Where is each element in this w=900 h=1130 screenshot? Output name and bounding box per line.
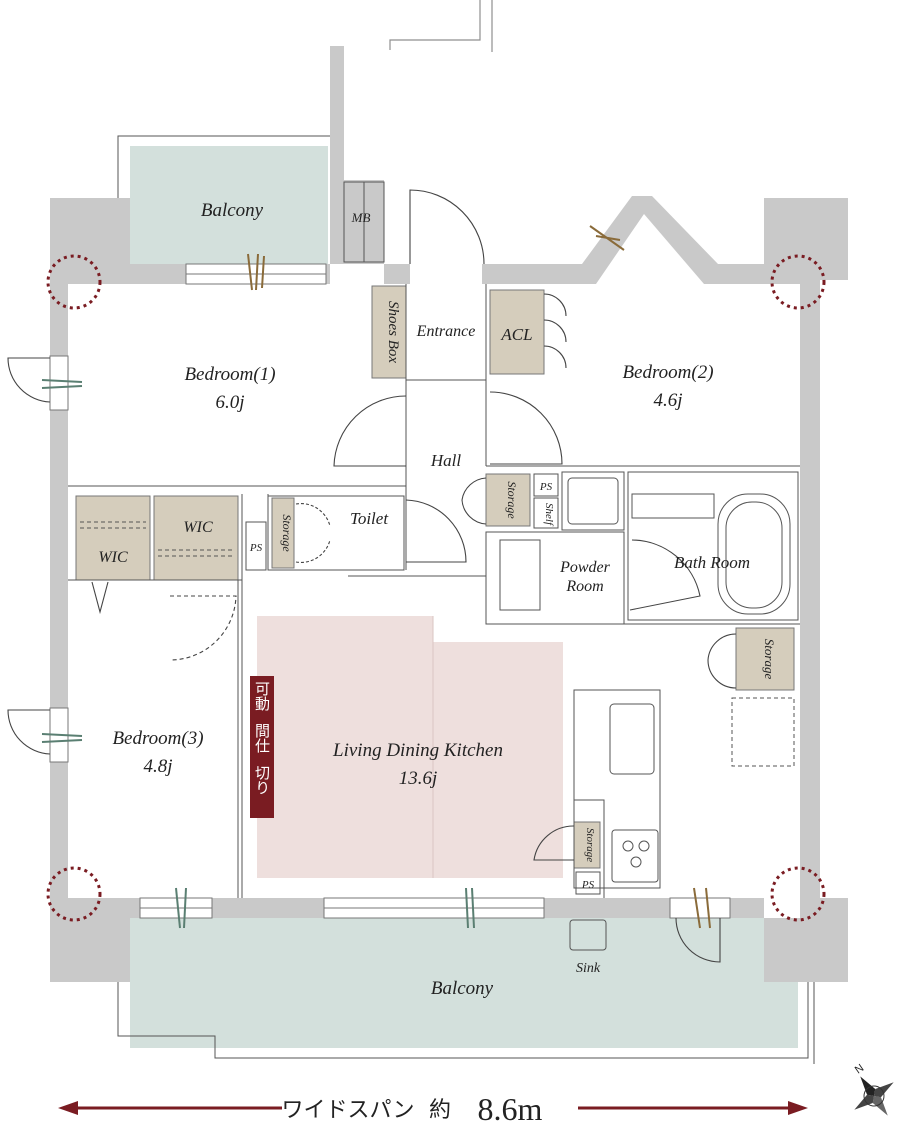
mb-label: MB — [351, 210, 371, 225]
wic-right-label: WIC — [183, 519, 213, 536]
doors — [7, 189, 737, 963]
entrance-label: Entrance — [416, 323, 476, 340]
ldk-label: Living Dining Kitchen — [332, 740, 503, 761]
shoes-box-fill — [371, 285, 407, 379]
wic-right-fill — [153, 495, 239, 581]
wic-left-fill — [75, 495, 151, 581]
partition-label-2: 間仕 — [253, 723, 271, 753]
balcony-bottom-area — [130, 918, 798, 1048]
bedroom1-size: 6.0j — [215, 392, 244, 413]
span-prefix: 約 — [429, 1098, 451, 1123]
acl-fill — [489, 289, 545, 375]
ldk-highlight-a — [257, 616, 433, 878]
span-label: ワイドスパン — [281, 1098, 414, 1123]
ldk-highlight-b — [433, 642, 563, 878]
bedroom3-size: 4.8j — [143, 756, 172, 777]
pillar-marker-br — [770, 866, 826, 922]
balcony-bottom-label: Balcony — [431, 978, 494, 999]
pillar-marker-tr — [770, 254, 826, 310]
wic-left-label: WIC — [98, 549, 128, 566]
storage-hall-fill — [485, 473, 531, 527]
shelf-label: Shelf — [543, 503, 555, 527]
span-value: 8.6m — [478, 1091, 543, 1127]
storage-toilet-fill — [271, 497, 295, 569]
storage-bath-label: Storage — [762, 639, 777, 680]
span-arrow — [58, 1101, 808, 1115]
ps-hall-label: PS — [539, 481, 553, 493]
wic-rails — [80, 521, 234, 557]
ps-kitchen-label: PS — [581, 879, 595, 891]
powder-room-label-1: Powder — [559, 559, 611, 576]
ldk-size: 13.6j — [399, 768, 438, 789]
storage-hall-label: Storage — [505, 481, 519, 519]
shoes-box-label: Shoes Box — [385, 301, 401, 363]
windows — [41, 225, 731, 929]
bedroom2-label: Bedroom(2) — [622, 362, 713, 383]
toilet-label: Toilet — [350, 509, 389, 528]
storage-toilet-label: Storage — [280, 514, 294, 552]
powder-room-label-2: Room — [565, 578, 603, 595]
movable-partition — [250, 676, 274, 818]
balcony-top-area — [130, 146, 328, 264]
storage-kitchen-label: Storage — [584, 828, 596, 862]
ps-wic-label: PS — [249, 542, 263, 554]
partition-label-1: 可動 — [253, 681, 271, 712]
pillar-markers — [46, 254, 826, 922]
bath-room-label: Bath Room — [674, 553, 750, 572]
bedroom3-label: Bedroom(3) — [112, 728, 203, 749]
balcony-top-label: Balcony — [201, 200, 264, 221]
storage-kitchen-fill — [573, 821, 601, 869]
acl-label: ACL — [500, 325, 532, 344]
pillar-marker-bl — [46, 866, 102, 922]
hall-label: Hall — [430, 451, 462, 470]
interior-lines — [68, 181, 800, 951]
sink-label: Sink — [576, 961, 601, 976]
balcony-bottom-rail — [117, 900, 809, 1059]
compass-icon — [854, 1076, 894, 1116]
fridge-space — [731, 697, 795, 767]
pillar-marker-tl — [46, 254, 102, 310]
bedroom1-label: Bedroom(1) — [184, 364, 275, 385]
storage-bath-fill — [735, 627, 795, 691]
partition-label-3: 切り — [253, 765, 271, 795]
bedroom2-size: 4.6j — [653, 390, 682, 411]
compass-north-label: N — [853, 1062, 866, 1076]
